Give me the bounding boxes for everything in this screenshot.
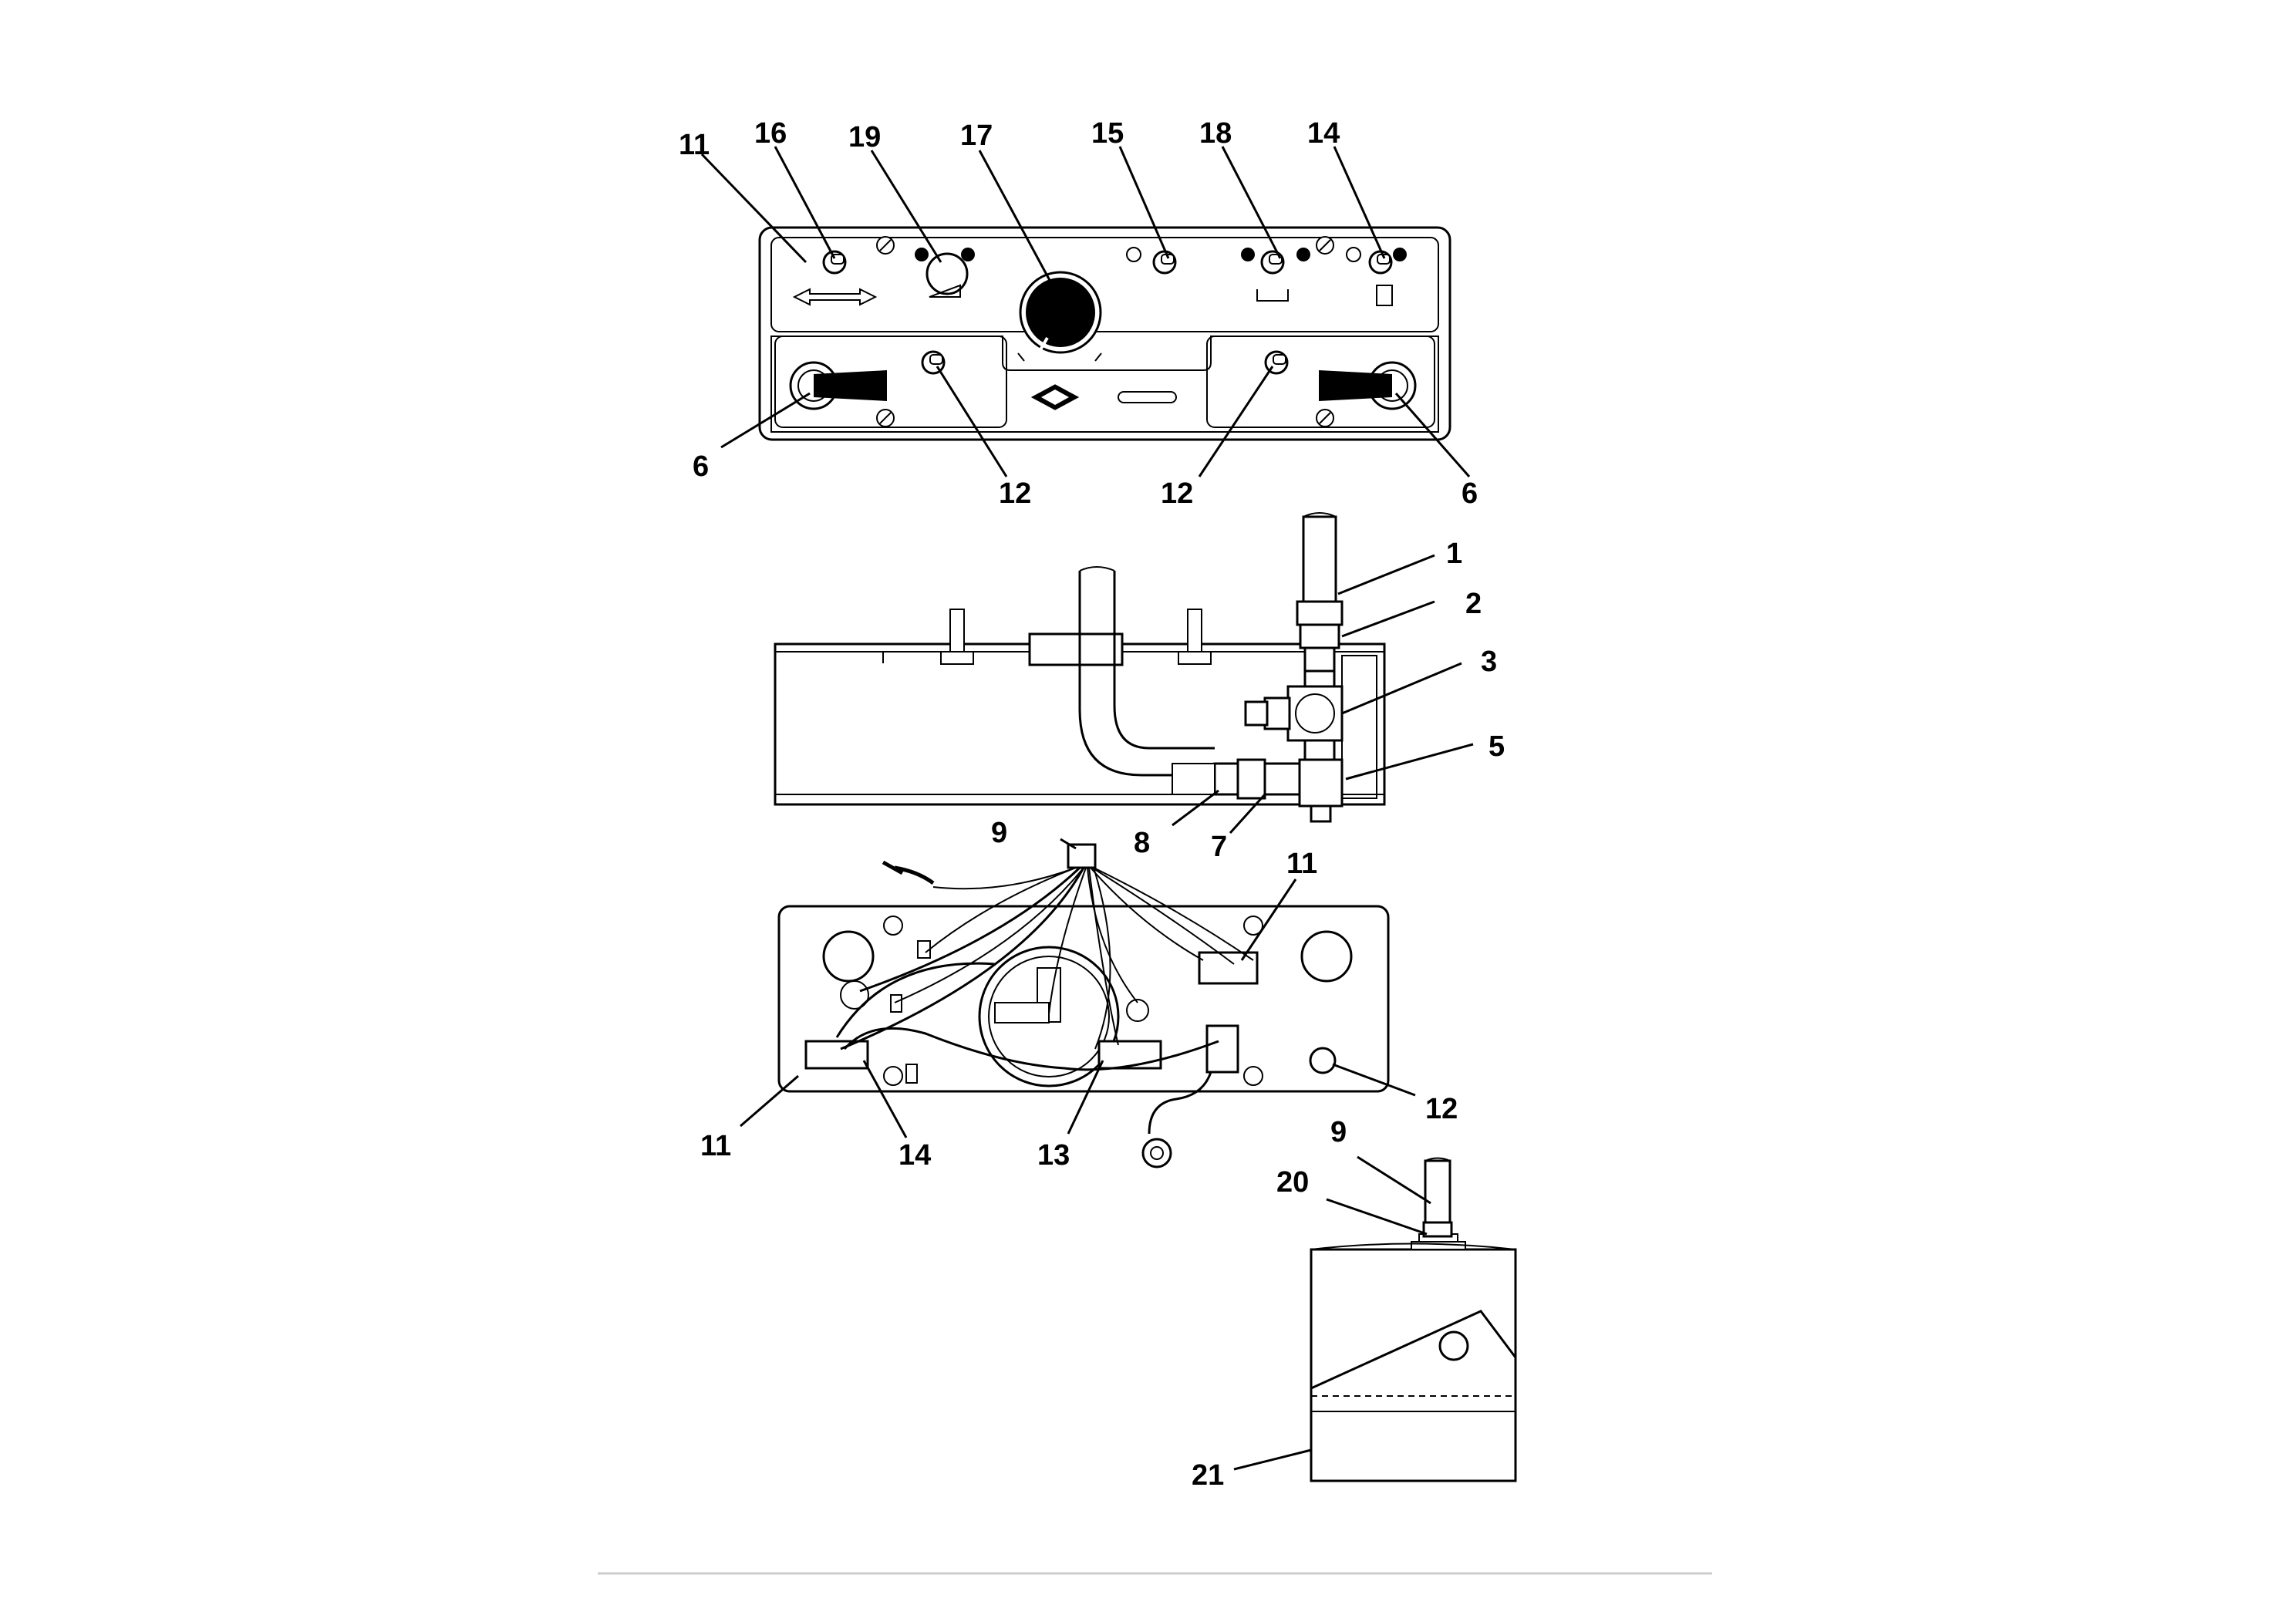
screw-icon xyxy=(876,409,895,427)
callout-1: 1 xyxy=(1446,538,1462,570)
callout-11-panel: 11 xyxy=(679,129,710,161)
callout-15: 15 xyxy=(1091,117,1124,150)
callout-12-right: 12 xyxy=(1161,477,1193,510)
callout-12-plate: 12 xyxy=(1425,1093,1458,1125)
callout-18: 18 xyxy=(1199,117,1232,150)
callout-3: 3 xyxy=(1481,646,1497,678)
screw-icon xyxy=(1316,409,1334,427)
housing-assembly xyxy=(1233,1155,1517,1482)
callout-2: 2 xyxy=(1465,588,1482,620)
toggle-switch-icon xyxy=(921,350,946,375)
callout-13: 13 xyxy=(1037,1139,1070,1172)
toggle-switch-icon xyxy=(822,250,847,275)
ring-terminal-icon xyxy=(1141,1138,1172,1168)
callout-14-panel: 14 xyxy=(1307,117,1340,150)
callout-7: 7 xyxy=(1211,831,1227,863)
wiring-back-plate xyxy=(740,838,1416,1168)
toggle-switch-icon xyxy=(1152,250,1177,275)
callout-16: 16 xyxy=(754,117,787,150)
callout-19: 19 xyxy=(848,121,881,153)
lever-handle-icon xyxy=(1319,361,1417,410)
callout-17: 17 xyxy=(960,120,993,152)
callout-14-plate: 14 xyxy=(899,1139,931,1172)
callout-12-left: 12 xyxy=(999,477,1031,510)
callout-11-plate: 11 xyxy=(700,1130,731,1162)
callout-6-left: 6 xyxy=(693,450,709,483)
control-panel-front-view xyxy=(700,146,1471,477)
toggle-switch-icon xyxy=(1260,250,1285,275)
callout-21: 21 xyxy=(1192,1459,1224,1492)
callout-6-right: 6 xyxy=(1462,477,1478,510)
callout-9-shaft: 9 xyxy=(1330,1116,1347,1148)
control-knob-icon xyxy=(1019,271,1102,354)
toggle-switch-icon xyxy=(1368,250,1393,275)
callout-11-wiring: 11 xyxy=(1286,848,1317,880)
callout-9-connector: 9 xyxy=(991,817,1007,849)
panel-side-view xyxy=(774,512,1474,835)
callout-5: 5 xyxy=(1489,730,1505,763)
screw-icon xyxy=(1316,236,1334,255)
callout-20: 20 xyxy=(1276,1166,1309,1199)
callout-8: 8 xyxy=(1134,827,1150,859)
screw-icon xyxy=(876,236,895,255)
